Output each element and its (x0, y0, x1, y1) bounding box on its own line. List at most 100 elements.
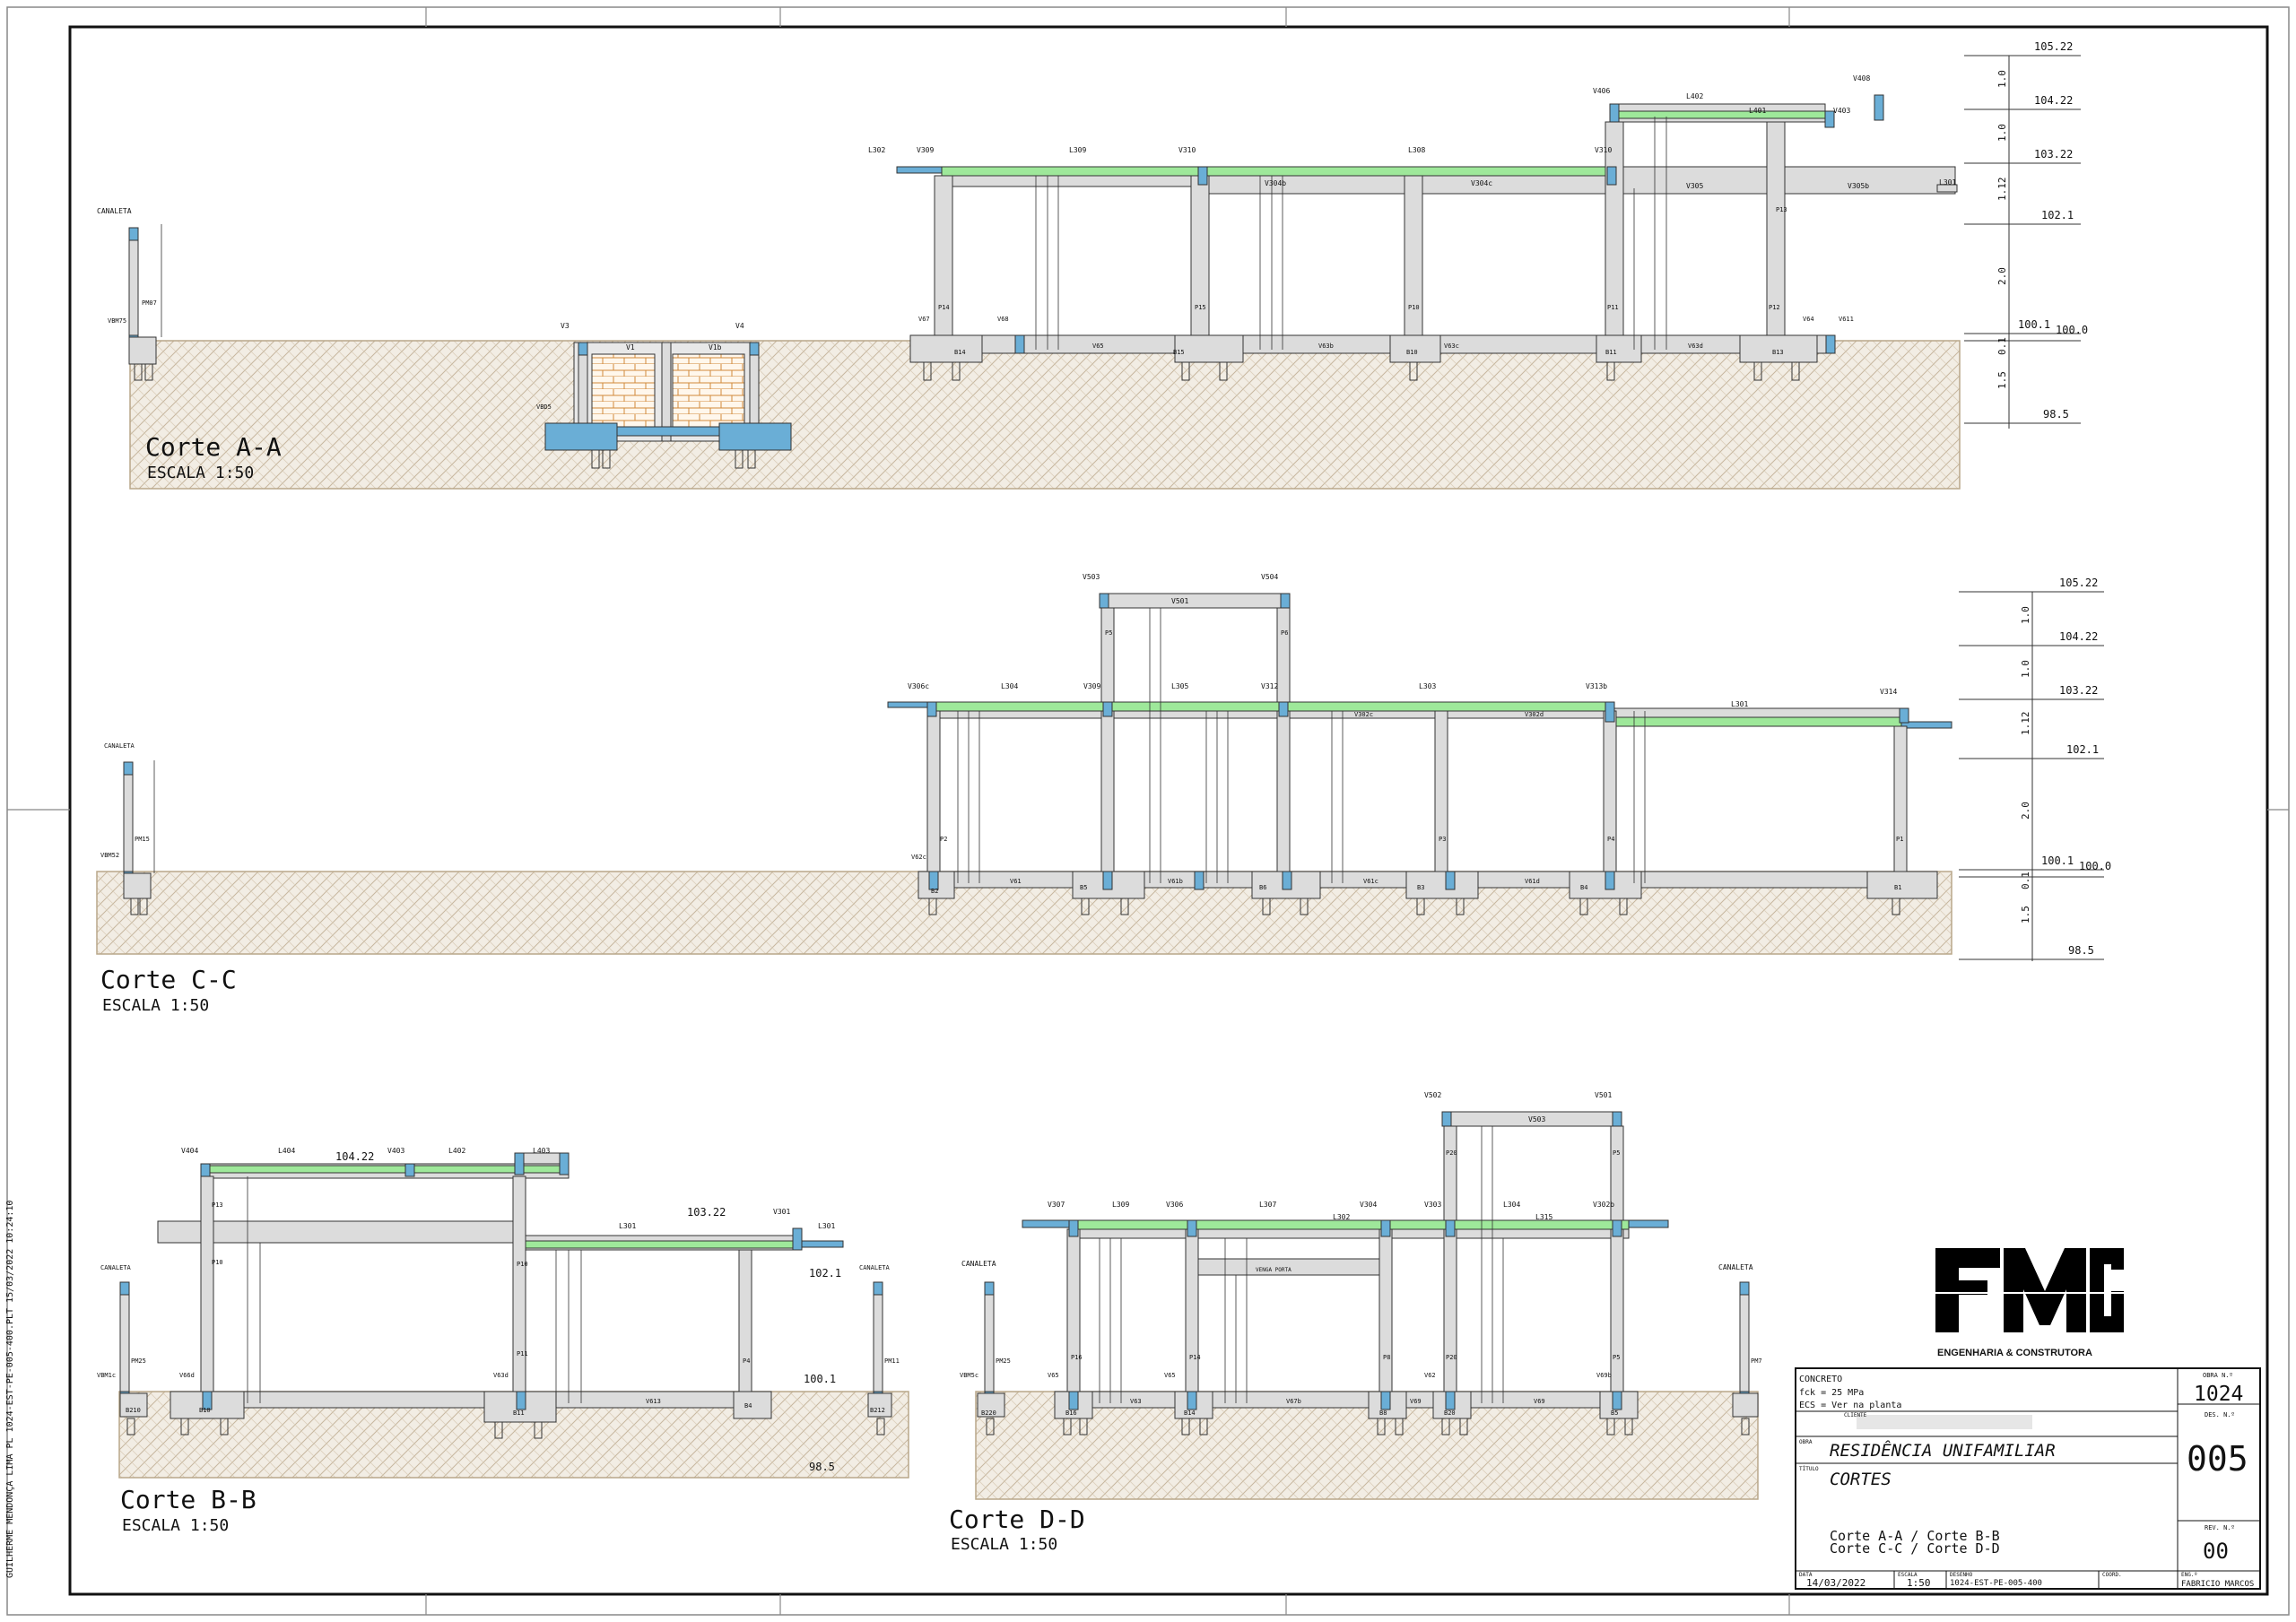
label-l301b-b: L301 (818, 1222, 835, 1230)
label-p2-c: P2 (940, 836, 947, 843)
label-l305-c: L305 (1171, 682, 1188, 690)
tb-desc2: Corte C-C / Corte D-D (1830, 1540, 2000, 1557)
svg-text:102.1: 102.1 (2041, 209, 2074, 221)
svg-text:2.0: 2.0 (1996, 267, 2008, 285)
svg-text:104.22: 104.22 (2059, 630, 2098, 643)
label-l402-b: L402 (448, 1147, 465, 1155)
tb-desenho: 1024-EST-PE-005-400 (1950, 1579, 2042, 1588)
label-vbm1c-b: VBM1c (97, 1372, 116, 1379)
label-p5-c: P5 (1105, 629, 1112, 637)
label-p20-d2: P20 (1446, 1149, 1457, 1157)
label-v1b-a: V1b (709, 343, 722, 351)
label-vbm75: VBM75 (108, 317, 126, 325)
label-p14-d: P14 (1189, 1354, 1201, 1361)
label-p11-a: P11 (1607, 304, 1619, 311)
label-v503-c: V503 (1083, 573, 1100, 581)
svg-text:102.1: 102.1 (2066, 743, 2099, 756)
label-v306c-c: V306c (908, 682, 929, 690)
label-v309-a: V309 (917, 146, 934, 154)
column-p4-c (1603, 710, 1617, 873)
section-scale-d-d: ESCALA 1:50 (951, 1535, 1057, 1554)
label-v611-a: V611 (1839, 316, 1854, 323)
logo-caption: ENGENHARIA & CONSTRUTORA (1937, 1348, 2092, 1358)
label-v65-d: V65 (1048, 1372, 1059, 1379)
svg-text:1.12: 1.12 (2020, 712, 2031, 736)
label-pm25-d: PM25 (996, 1357, 1011, 1365)
tb-titulo: CORTES (1830, 1470, 1892, 1489)
svg-text:100.1: 100.1 (2018, 318, 2050, 331)
label-v403-a: V403 (1833, 107, 1850, 115)
label-v304-d: V304 (1360, 1201, 1377, 1209)
client-name-redacted (1857, 1415, 2032, 1429)
label-v63b-a: V63b (1318, 343, 1334, 350)
svg-text:100.1: 100.1 (2041, 854, 2074, 867)
label-v302b-d: V302b (1593, 1201, 1614, 1209)
label-v307-d: V307 (1048, 1201, 1065, 1209)
label-v314-c: V314 (1880, 688, 1897, 696)
svg-text:0.1: 0.1 (2020, 872, 2031, 889)
label-l302-d: L302 (1333, 1213, 1350, 1221)
label-v67b-d: V67b (1286, 1398, 1301, 1405)
title-block-text: CONCRETO fck = 25 MPa ECS = Ver na plant… (1799, 1372, 2254, 1589)
label-l303-c: L303 (1419, 682, 1436, 690)
label-v312-c: V312 (1261, 682, 1278, 690)
column-p3-c (1434, 710, 1448, 873)
label-v309-c: V309 (1083, 682, 1100, 690)
label-v504-c: V504 (1261, 573, 1278, 581)
label-l404-b: L404 (278, 1147, 295, 1155)
label-l401-a: L401 (1749, 107, 1766, 115)
label-v67-a: V67 (918, 316, 930, 323)
label-l301-a: L301 (1939, 178, 1956, 186)
label-p10-b2: P10 (517, 1261, 528, 1268)
label-p11-b: P11 (517, 1350, 528, 1357)
label-p14-a: P14 (938, 304, 950, 311)
tb-des-n: 005 (2187, 1439, 2248, 1479)
label-p3-c: P3 (1439, 836, 1446, 843)
label-canaleta-a: CANALETA (97, 207, 132, 215)
column-p14 (934, 175, 953, 338)
label-b210-b: B210 (126, 1407, 141, 1414)
label-v65-a: V65 (1092, 343, 1104, 350)
label-b3-c: B3 (1417, 884, 1424, 891)
column-p20-d (1443, 1228, 1457, 1393)
label-v503-d: V503 (1528, 1115, 1545, 1123)
svg-text:1.5: 1.5 (2020, 906, 2031, 924)
label-v68-a: V68 (997, 316, 1009, 323)
section-scale-a-a: ESCALA 1:50 (147, 464, 254, 482)
svg-text:1.0: 1.0 (2020, 606, 2031, 624)
label-v4-a: V4 (735, 322, 744, 330)
tb-concreto-label: CONCRETO (1799, 1375, 1842, 1384)
label-v313b-c: V313b (1586, 682, 1607, 690)
slab-c-main (932, 701, 1611, 712)
slab-b-upper (200, 1165, 570, 1174)
label-l301-c: L301 (1731, 700, 1748, 708)
label-b1-c: B1 (1894, 884, 1901, 891)
column-p6-upper (1276, 607, 1291, 707)
label-v613-b: V613 (646, 1398, 661, 1405)
label-v406-a: V406 (1593, 87, 1610, 95)
label-level-98-b: 98.5 (809, 1461, 835, 1473)
label-v61b-c: V61b (1168, 878, 1183, 885)
label-pm15: PM15 (135, 836, 150, 843)
label-p16-d: P16 (1071, 1354, 1083, 1361)
label-v501-c: V501 (1171, 597, 1188, 605)
company-logo: ENGENHARIA & CONSTRUTORA (1935, 1248, 2124, 1358)
label-v306-d: V306 (1166, 1201, 1183, 1209)
label-pm7-d: PM7 (1751, 1357, 1762, 1365)
label-level-102-b: 102.1 (809, 1267, 841, 1279)
svg-text:98.5: 98.5 (2068, 944, 2094, 957)
label-v62-d: V62 (1424, 1372, 1436, 1379)
svg-text:2.0: 2.0 (2020, 802, 2031, 820)
tb-coord-label: COORD. (2102, 1572, 2122, 1578)
label-v3-a: V3 (561, 322, 570, 330)
section-scale-b-b: ESCALA 1:50 (122, 1516, 229, 1535)
svg-text:1.0: 1.0 (1996, 124, 2008, 142)
label-v304c-a: V304c (1471, 179, 1492, 187)
label-p5-d: P5 (1613, 1354, 1620, 1361)
label-b10-a: B10 (1406, 349, 1418, 356)
label-v305-a: V305 (1686, 182, 1703, 190)
label-v501-d: V501 (1595, 1091, 1612, 1099)
label-canaleta-b: CANALETA (100, 1264, 132, 1271)
label-level-100-b: 100.1 (804, 1373, 836, 1385)
